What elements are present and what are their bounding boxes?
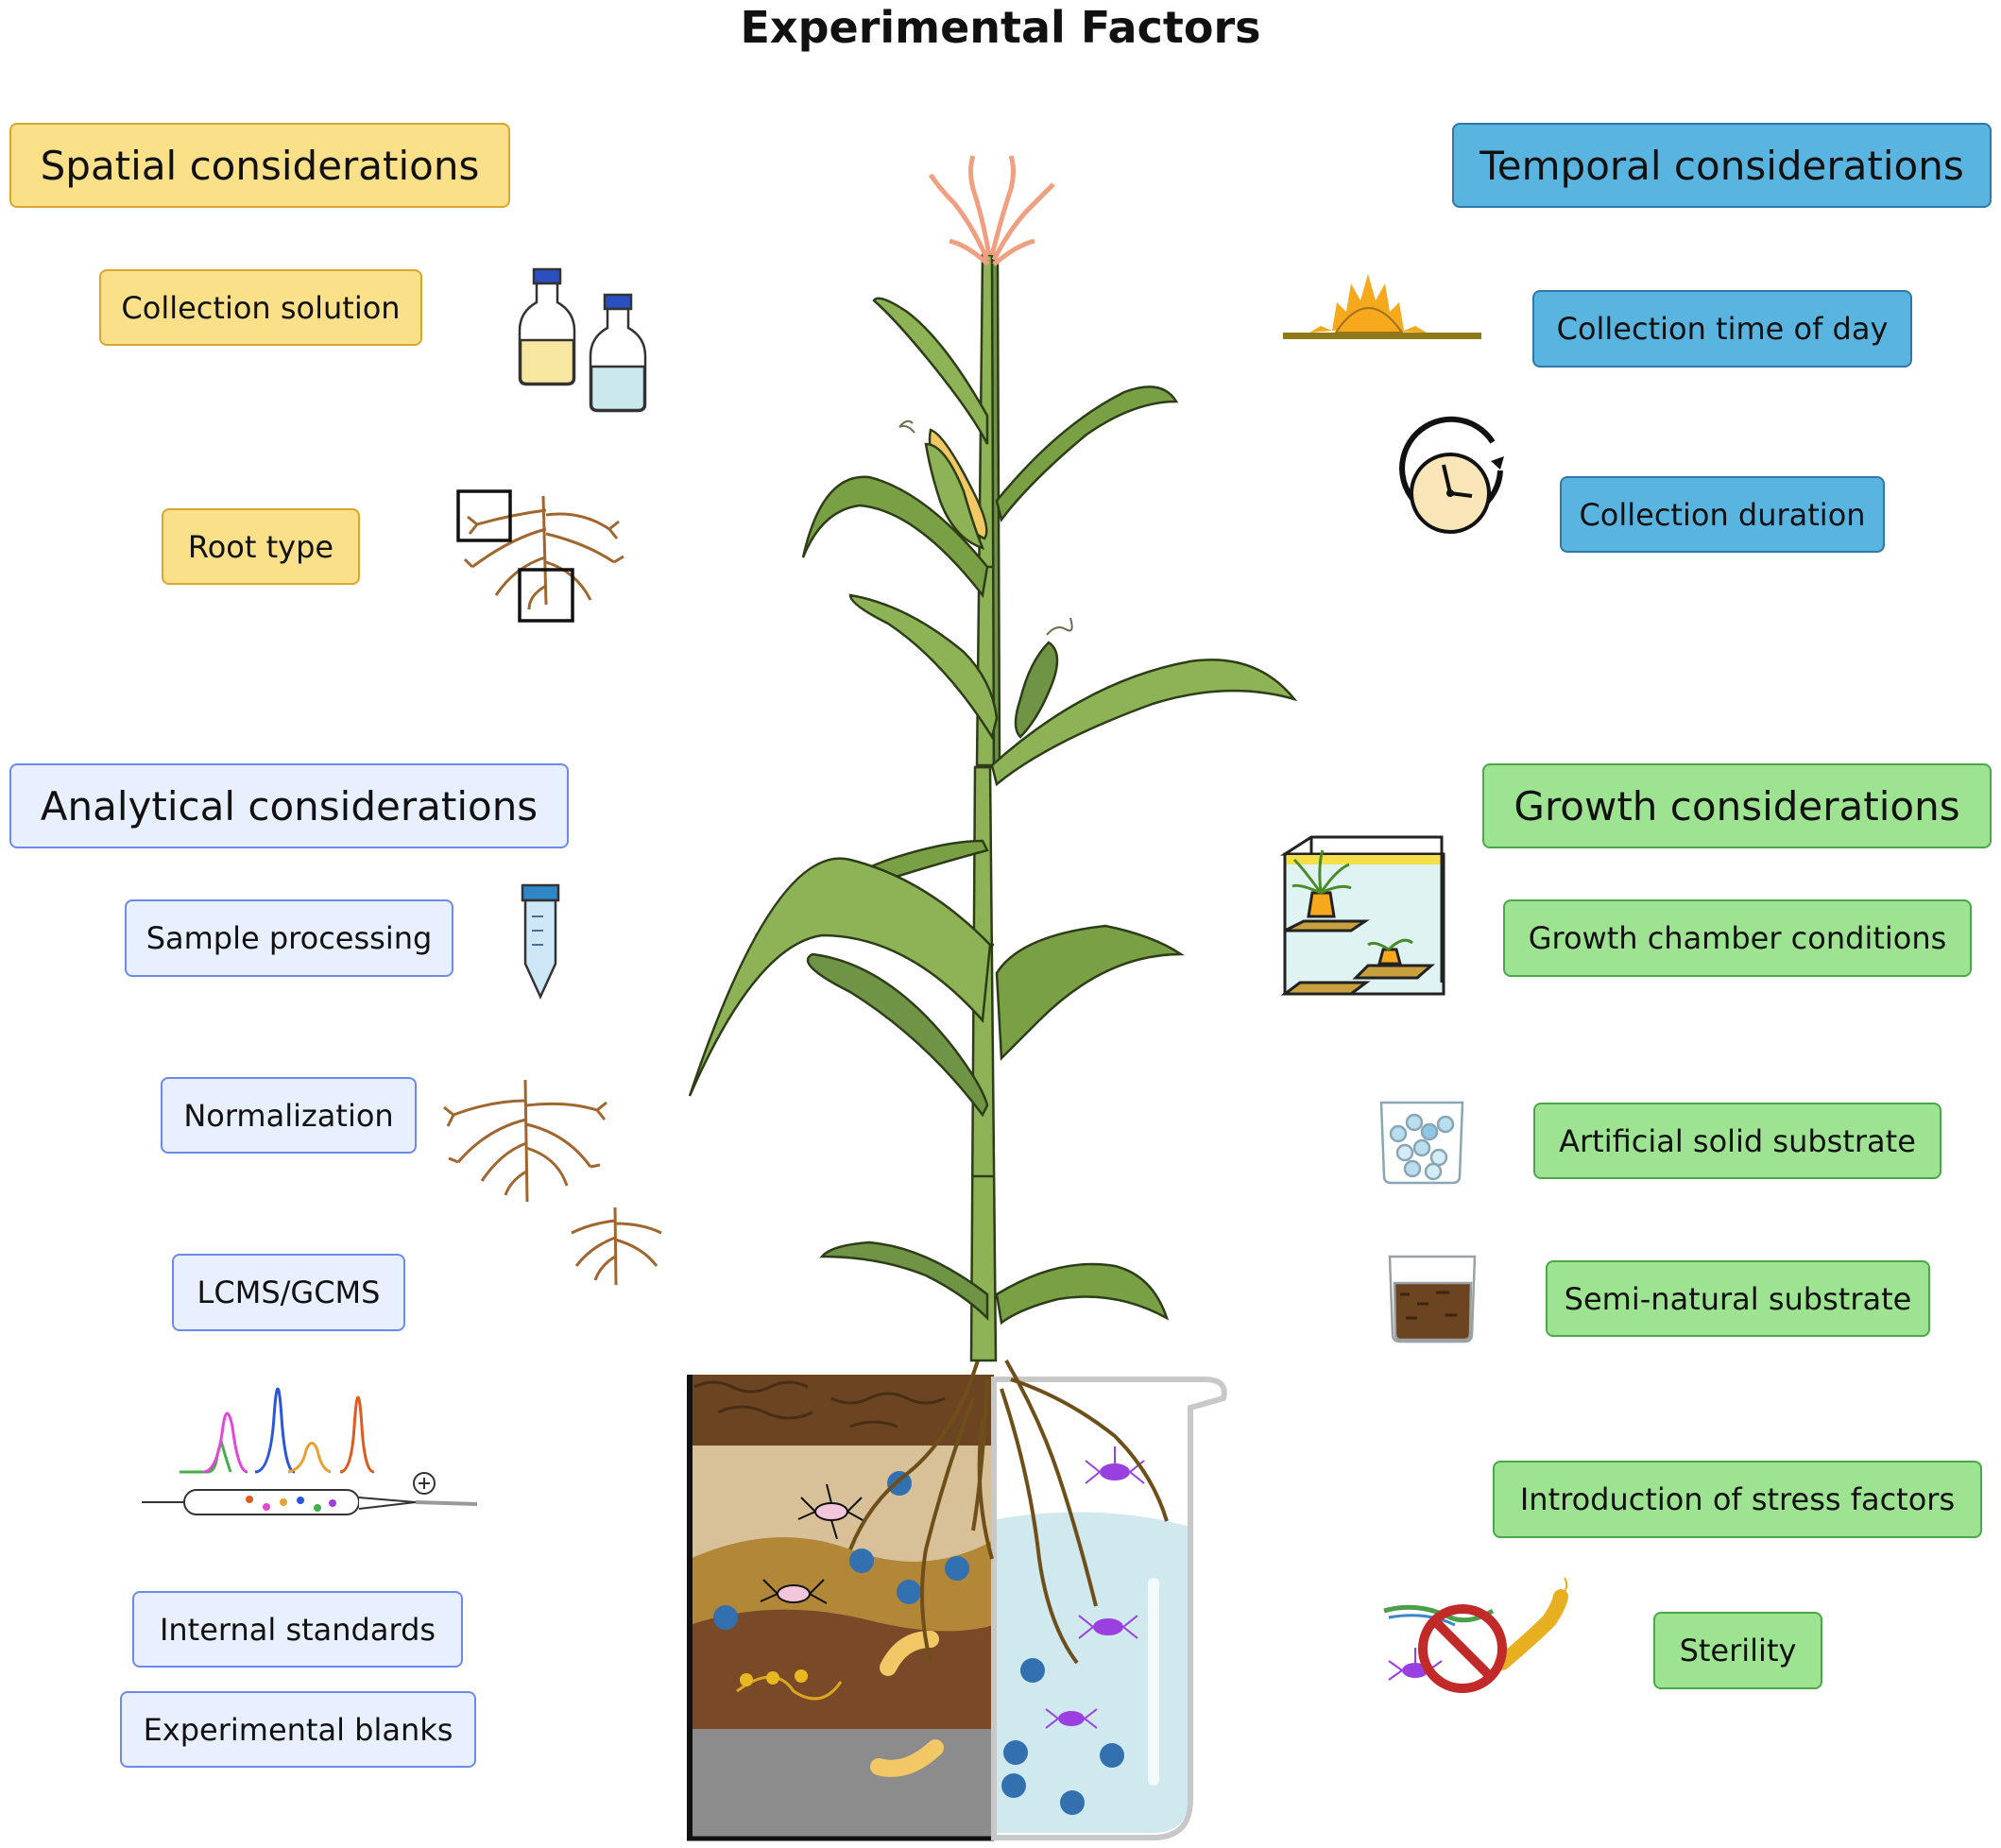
sample-processing-label: Sample processing	[125, 899, 453, 977]
chromatogram-icon	[142, 1387, 478, 1515]
artificial-solid-substrate-label: Artificial solid substrate	[1533, 1103, 1941, 1179]
clock-icon	[1399, 416, 1504, 534]
experimental-blanks-label: Experimental blanks	[120, 1691, 476, 1768]
collection-solution-label: Collection solution	[99, 269, 422, 346]
artificial-substrate-icon	[1379, 1101, 1464, 1185]
growth-chamber-conditions-label: Growth chamber conditions	[1503, 899, 1972, 977]
bottles-icon	[518, 267, 647, 413]
maize-plant	[688, 155, 1298, 1362]
temporal-considerations-header: Temporal considerations	[1452, 123, 1992, 208]
growth-considerations-header: Growth considerations	[1482, 763, 1992, 848]
hydroponic-beaker	[991, 1377, 1227, 1840]
semi-natural-substrate-label: Semi-natural substrate	[1546, 1260, 1930, 1337]
lcms-gcms-label: LCMS/GCMS	[172, 1254, 405, 1331]
soil-pot	[687, 1375, 994, 1841]
analytical-considerations-header: Analytical considerations	[9, 763, 569, 848]
plant-roots	[848, 1359, 1169, 1665]
normalization-roots-icon	[443, 1079, 662, 1286]
growth-chamber-icon	[1279, 835, 1445, 996]
root-type-label: Root type	[162, 508, 360, 585]
collection-time-of-day-label: Collection time of day	[1532, 290, 1912, 368]
internal-standards-label: Internal standards	[132, 1591, 463, 1668]
normalization-label: Normalization	[161, 1077, 417, 1154]
collection-duration-label: Collection duration	[1560, 476, 1885, 553]
sun-icon	[1283, 274, 1481, 339]
sterility-icon	[1383, 1577, 1568, 1693]
root-type-icon	[456, 489, 624, 623]
spatial-considerations-header: Spatial considerations	[9, 123, 510, 208]
semi-natural-substrate-icon	[1388, 1255, 1477, 1343]
sterility-label: Sterility	[1653, 1612, 1822, 1689]
tube-icon	[521, 883, 560, 1001]
introduction-of-stress-factors-label: Introduction of stress factors	[1493, 1461, 1982, 1538]
page-title: Experimental Factors	[740, 2, 1261, 53]
